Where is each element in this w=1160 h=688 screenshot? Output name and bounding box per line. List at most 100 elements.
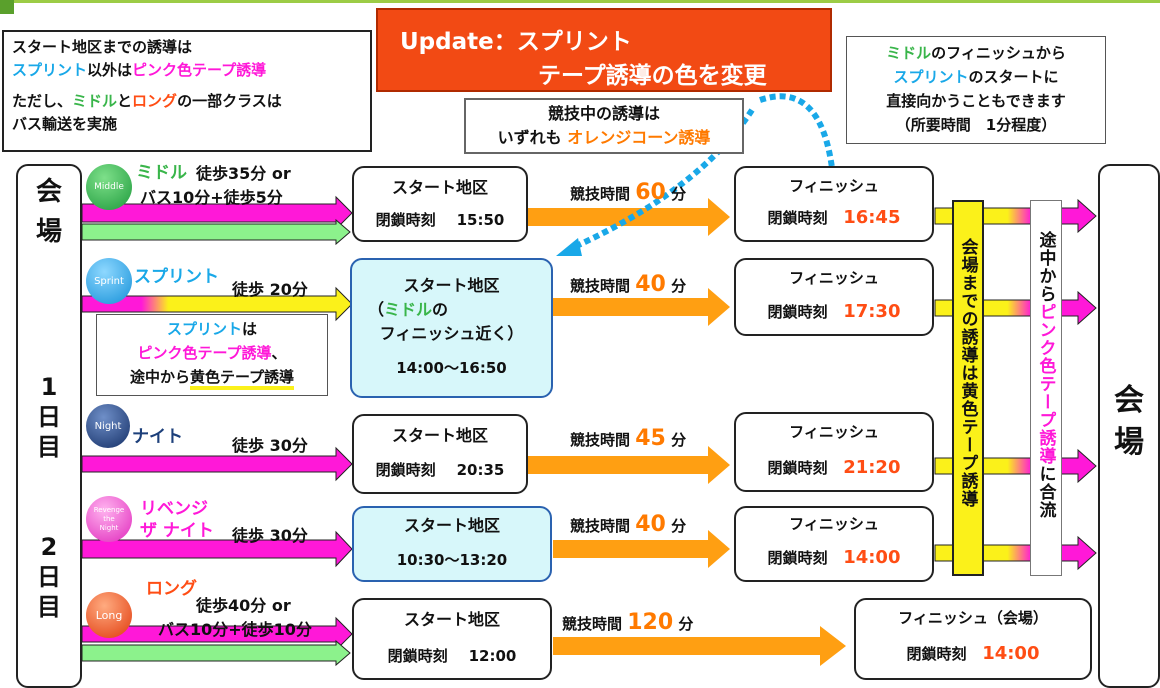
day2-char-2: 目	[37, 593, 61, 621]
day2-num: 2	[40, 533, 58, 561]
middle-badge: Middle	[86, 164, 132, 210]
long-badge-text: Long	[95, 608, 123, 622]
sprint-name: スプリント	[134, 267, 219, 287]
race-num: 40	[635, 272, 666, 297]
close-time: 12:00	[468, 647, 517, 665]
race-num: 45	[635, 426, 666, 451]
close-time: 14:00	[982, 643, 1040, 664]
note-middle: ミドル	[72, 92, 118, 110]
note-line-4: バス輸送を実施	[12, 115, 118, 133]
sprint-note-yellow: 黄色テープ誘導	[189, 368, 295, 390]
venue-label-right: 会 場	[1098, 380, 1160, 464]
start-box-revenge: スタート地区 10:30～13:20	[352, 506, 552, 582]
tr-text: のスタートに	[968, 68, 1059, 86]
race-num: 40	[635, 512, 666, 537]
race-guide-orange: オレンジコーン誘導	[567, 128, 711, 147]
sprint-note-line-3: 途中から黄色テープ誘導	[97, 365, 327, 390]
venue-char-1: 会	[35, 177, 62, 207]
start-box-sprint: スタート地区 （ミドルの フィニッシュ近く） 14:00～16:50	[350, 258, 553, 398]
race-num: 120	[627, 610, 674, 635]
venue-column-right	[1098, 164, 1160, 688]
finish-title: フィニッシュ	[789, 177, 879, 195]
close-label: 閉鎖時刻	[375, 211, 436, 229]
day1-num: 1	[40, 373, 58, 401]
merge-text-pink: ピンク色テープ誘導	[1035, 303, 1056, 465]
start-time: 14:00～16:50	[396, 359, 507, 377]
sprint-note-text: は	[242, 320, 258, 338]
long-green-arrow	[81, 639, 351, 667]
middle-green-arrow	[81, 218, 351, 246]
long-name: ロング	[146, 579, 197, 599]
yellow-tape-bar: 会場までの誘導は黄色テープ誘導	[952, 200, 984, 576]
sprint-note-text: 、	[271, 344, 287, 362]
race-time-5: 競技時間 120 分	[562, 610, 693, 635]
start-close: 閉鎖時刻 20:35	[354, 458, 526, 482]
revenge-badge-l3: Night	[99, 523, 119, 532]
start-title: スタート地区	[403, 276, 500, 295]
top-left-note: スタート地区までの誘導は スプリント以外はピンク色テープ誘導 ただし、ミドルとロ…	[2, 30, 372, 152]
day1-char-2: 目	[37, 433, 61, 461]
long-access: 徒歩40分 or バス10分+徒歩10分	[158, 594, 312, 642]
sprint-note-line-1: スプリントは	[97, 317, 327, 341]
finish-title: フィニッシュ（会場）	[898, 609, 1048, 627]
middle-badge-text: Middle	[94, 182, 124, 192]
close-label: 閉鎖時刻	[767, 549, 828, 567]
yellow-bar-text: 会場までの誘導は黄色テープ誘導	[957, 238, 978, 508]
race-unit: 分	[671, 185, 687, 203]
note-pink-tape: ピンク色テープ誘導	[132, 61, 267, 79]
race-guide-line-1: 競技中の誘導は	[547, 104, 660, 123]
venue-column-left	[16, 164, 82, 688]
middle-pink-arrow	[81, 195, 353, 231]
finish-box-revenge: フィニッシュ 閉鎖時刻 14:00	[734, 506, 934, 582]
race-label: 競技時間	[562, 615, 623, 633]
start-no: の	[432, 300, 449, 319]
middle-access-1: 徒歩35分 or	[196, 164, 291, 183]
race-unit: 分	[678, 615, 694, 633]
day1-label: 1 日 目	[16, 372, 82, 462]
venue-right-char-1: 会	[1114, 383, 1144, 418]
start-box-middle: スタート地区 閉鎖時刻 15:50	[352, 166, 528, 242]
middle-access-2: バス10分+徒歩5分	[140, 188, 283, 207]
start-time: 10:30～13:20	[396, 551, 508, 569]
merge-bar-text: 途中からピンク色テープ誘導に合流	[1034, 231, 1059, 575]
race-arrow-5	[553, 626, 846, 666]
race-arrow-3	[528, 446, 730, 484]
race-guide-line-2: いずれも オレンジコーン誘導	[466, 126, 742, 150]
finish-close: 閉鎖時刻 17:30	[736, 300, 932, 324]
close-label: 閉鎖時刻	[767, 459, 828, 477]
sprint-arrow	[81, 286, 353, 322]
long-access-2: バス10分+徒歩10分	[158, 620, 312, 639]
revenge-badge-l2: the	[103, 514, 115, 523]
race-unit: 分	[671, 431, 687, 449]
finish-close: 閉鎖時刻 16:45	[736, 206, 932, 230]
finish-title: フィニッシュ	[789, 269, 879, 287]
finish-close: 閉鎖時刻 14:00	[736, 546, 932, 570]
close-time: 15:50	[456, 211, 505, 229]
finish-box-night: フィニッシュ 閉鎖時刻 21:20	[734, 412, 934, 492]
revenge-name-2: ザ ナイト	[140, 521, 214, 541]
start-title: スタート地区	[391, 426, 488, 445]
start-close: 閉鎖時刻 15:50	[354, 208, 526, 232]
update-line-1: Update：スプリント	[400, 29, 632, 55]
close-time: 14:00	[843, 547, 901, 568]
update-banner: Update：スプリント テープ誘導の色を変更	[376, 8, 832, 92]
corner-accent	[0, 0, 14, 14]
dotted-arrow-head	[556, 238, 582, 256]
race-time-3: 競技時間 45 分	[570, 426, 686, 451]
race-label: 競技時間	[570, 185, 631, 203]
close-time: 17:30	[843, 301, 901, 322]
race-label: 競技時間	[570, 431, 631, 449]
venue-char-2: 場	[35, 217, 62, 247]
top-right-note: ミドルのフィニッシュから スプリントのスタートに 直接向かうこともできます （所…	[846, 36, 1106, 144]
update-line-2: テープ誘導の色を変更	[538, 63, 767, 89]
note-line-2: スプリント以外はピンク色テープ誘導	[12, 59, 362, 82]
tr-line-4: （所要時間 1分程度）	[895, 116, 1057, 134]
long-badge: Long	[86, 592, 132, 638]
start-title: スタート地区	[403, 516, 500, 535]
dotted-arrow-right	[759, 93, 835, 169]
night-access: 徒歩 30分	[232, 436, 308, 455]
start-box-night: スタート地区 閉鎖時刻 20:35	[352, 414, 528, 494]
race-unit: 分	[671, 517, 687, 535]
venue-label-left: 会 場	[16, 172, 82, 252]
tr-line-2: スプリントのスタートに	[847, 65, 1105, 89]
